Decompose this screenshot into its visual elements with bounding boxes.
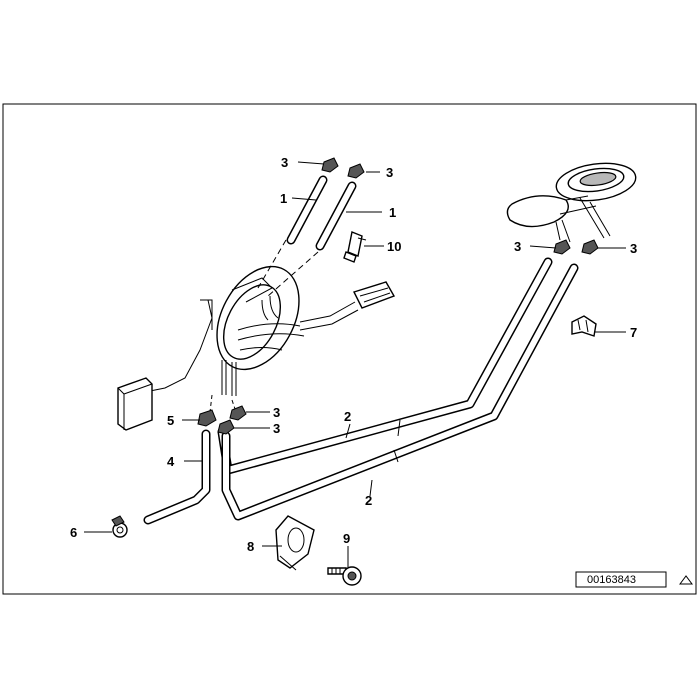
callout-3-top-right: 3 — [386, 165, 393, 180]
callout-3-mid-b: 3 — [273, 421, 280, 436]
callout-8: 8 — [247, 539, 254, 554]
screw-part-9 — [327, 566, 362, 586]
filler-neck — [506, 162, 637, 243]
callout-7: 7 — [630, 325, 637, 340]
fuel-hose-2-lower — [221, 263, 579, 521]
clamp-part-5 — [197, 409, 217, 427]
callout-2-b: 2 — [365, 493, 372, 508]
return-hose-4 — [143, 429, 211, 525]
callout-6: 6 — [70, 525, 77, 540]
callout-4: 4 — [167, 454, 175, 469]
clamp-mid-b — [217, 419, 235, 435]
diagram-frame — [2, 103, 697, 595]
callout-10: 10 — [387, 239, 401, 254]
fuel-sender-unit — [117, 265, 396, 431]
triangle-icon — [679, 575, 693, 585]
clamp-top-right — [347, 163, 365, 179]
clamp-mid-a — [229, 405, 247, 421]
clamp-top-left — [321, 157, 339, 173]
callout-9: 9 — [343, 531, 350, 546]
callout-3-right-a: 3 — [514, 239, 521, 254]
hose-clamp-6 — [111, 515, 128, 538]
hose-holder-8 — [275, 515, 315, 571]
callout-1-left: 1 — [280, 191, 287, 206]
hose-piece-1-left — [286, 175, 328, 245]
callout-2-a: 2 — [344, 409, 351, 424]
clamp-right-b — [581, 239, 599, 255]
callout-3-right-b: 3 — [630, 241, 637, 256]
connector-part-10 — [343, 231, 367, 263]
callout-3-top-left: 3 — [281, 155, 288, 170]
callout-5: 5 — [167, 413, 174, 428]
clip-part-7 — [571, 315, 597, 337]
callout-1-right: 1 — [389, 205, 396, 220]
part-number-box — [575, 571, 667, 588]
callout-3-mid-a: 3 — [273, 405, 280, 420]
part-number: 00163843 — [587, 574, 636, 586]
clamp-right-a — [553, 239, 571, 255]
hose-piece-1-right — [315, 181, 357, 251]
